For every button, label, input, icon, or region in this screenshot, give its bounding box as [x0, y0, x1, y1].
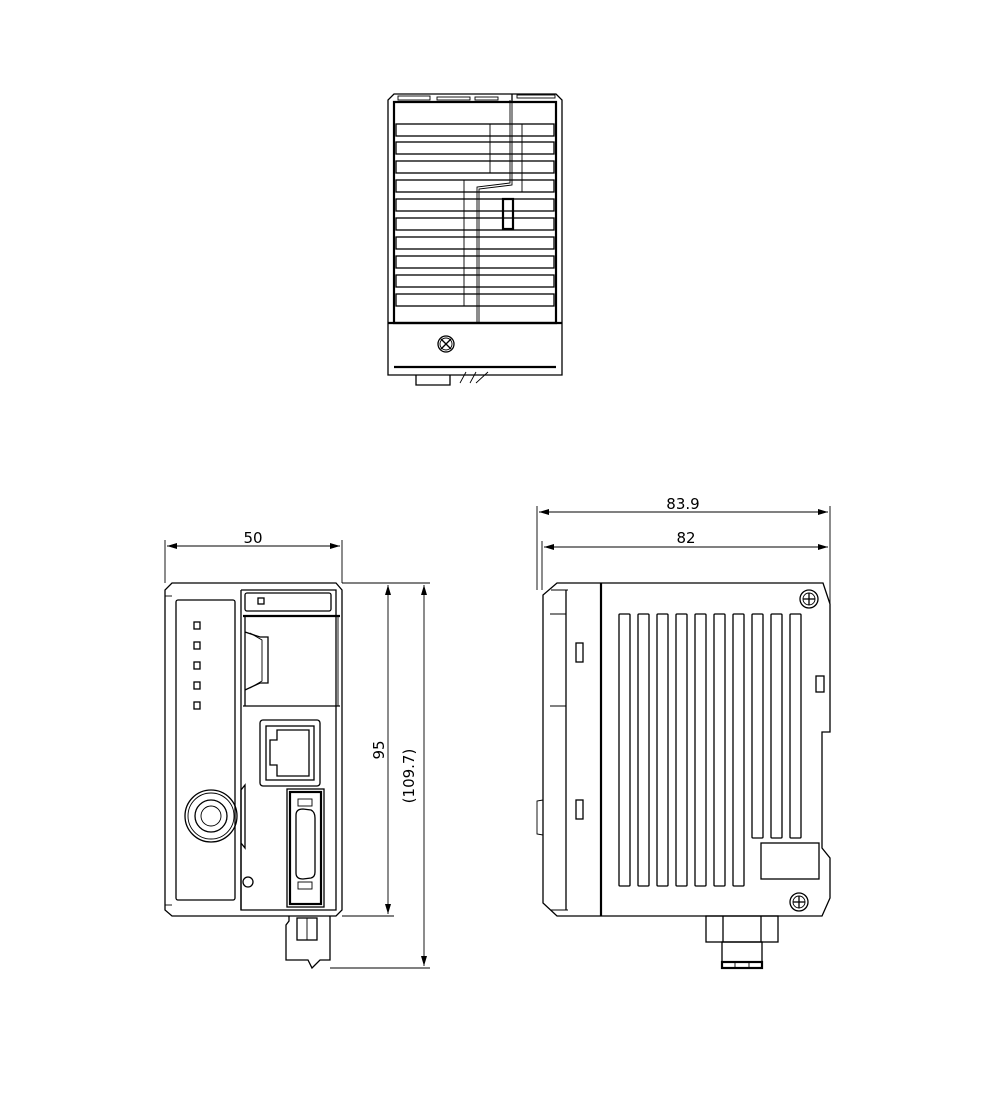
fin-rows — [395, 123, 555, 307]
rotary-switch — [184, 789, 238, 843]
screw-icon — [437, 335, 455, 353]
top-view — [387, 93, 563, 386]
overall-depth-label: 83.9 — [666, 495, 699, 513]
overall-height-label: (109.7) — [400, 749, 418, 804]
ethernet-port — [259, 719, 321, 787]
width-label: 50 — [243, 529, 262, 547]
screw-icon-top — [799, 589, 819, 609]
side-view — [536, 582, 831, 970]
front-view — [164, 582, 343, 970]
bottom-terminal — [285, 916, 331, 970]
depth-label: 82 — [676, 529, 695, 547]
screw-icon-bottom — [789, 892, 809, 912]
front-dimensions: 50 95 (109.7) — [164, 529, 430, 969]
d-sub-connector — [286, 788, 325, 908]
bottom-connector — [705, 915, 779, 970]
vent-slots — [618, 613, 802, 887]
status-leds — [193, 621, 201, 710]
side-dimensions: 83.9 82 — [536, 495, 831, 604]
height-label: 95 — [370, 740, 388, 759]
